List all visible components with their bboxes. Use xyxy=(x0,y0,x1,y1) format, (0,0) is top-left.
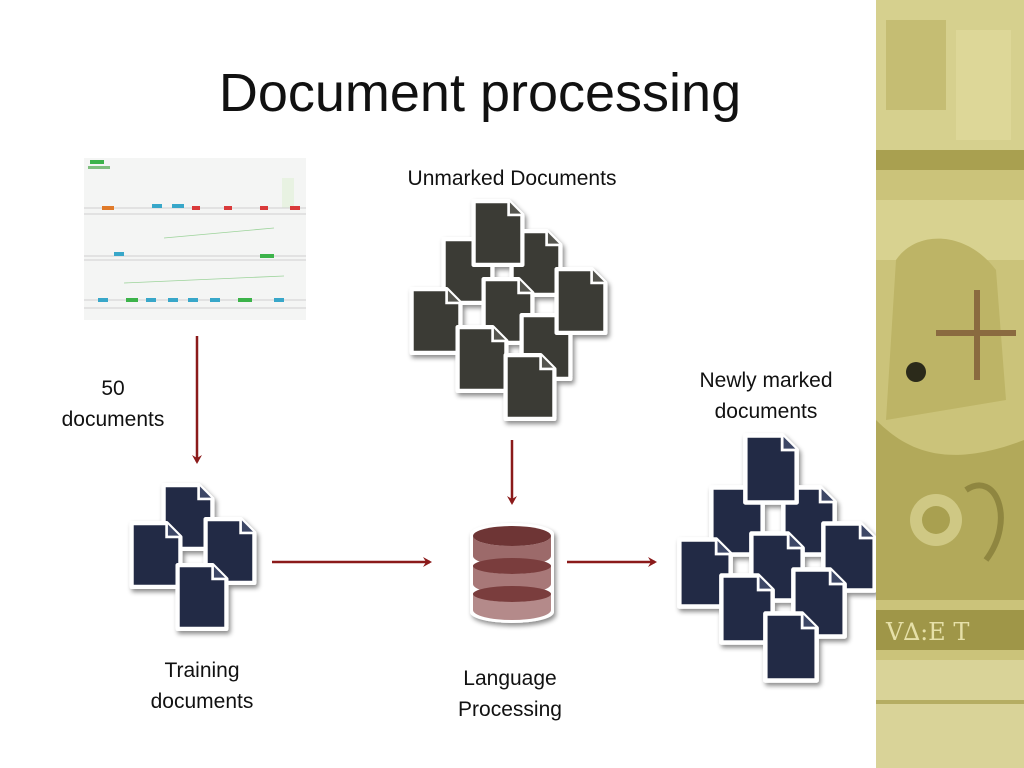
training-documents-cluster xyxy=(132,485,255,629)
fifty-documents-label: 50 documents xyxy=(33,373,193,435)
slide-title: Document processing xyxy=(218,63,742,123)
training-label-line2: documents xyxy=(150,690,254,713)
document-icon xyxy=(458,327,507,391)
stone-carving-image: V∆:E T xyxy=(876,0,1024,768)
language-label-line1: Language xyxy=(463,667,557,690)
document-icon xyxy=(474,201,523,265)
newly-marked-documents-cluster xyxy=(679,436,874,681)
unmarked-documents-cluster xyxy=(412,201,606,419)
newly-label-line2: documents xyxy=(714,400,818,423)
training-documents-label: Training documents xyxy=(102,655,302,717)
database-icon xyxy=(470,523,554,623)
diagram-canvas xyxy=(0,0,876,768)
document-icon xyxy=(178,565,227,629)
fifty-label-line1: 50 xyxy=(101,377,125,400)
document-icon xyxy=(765,614,816,681)
document-icon xyxy=(506,355,555,419)
document-icon xyxy=(412,289,461,353)
svg-text:V∆:E T: V∆:E T xyxy=(885,618,969,646)
language-processing-label: Language Processing xyxy=(410,663,610,725)
training-label-line1: Training xyxy=(164,659,240,682)
annotation-screenshot-thumbnail xyxy=(84,158,306,320)
newly-label-line1: Newly marked xyxy=(699,369,833,392)
language-label-line2: Processing xyxy=(458,698,562,721)
document-icon xyxy=(745,436,796,503)
document-icon xyxy=(132,523,181,587)
newly-marked-label: Newly marked documents xyxy=(666,365,866,427)
document-icon xyxy=(557,269,606,333)
unmarked-documents-label: Unmarked Documents xyxy=(407,167,617,190)
fifty-label-line2: documents xyxy=(61,408,165,431)
